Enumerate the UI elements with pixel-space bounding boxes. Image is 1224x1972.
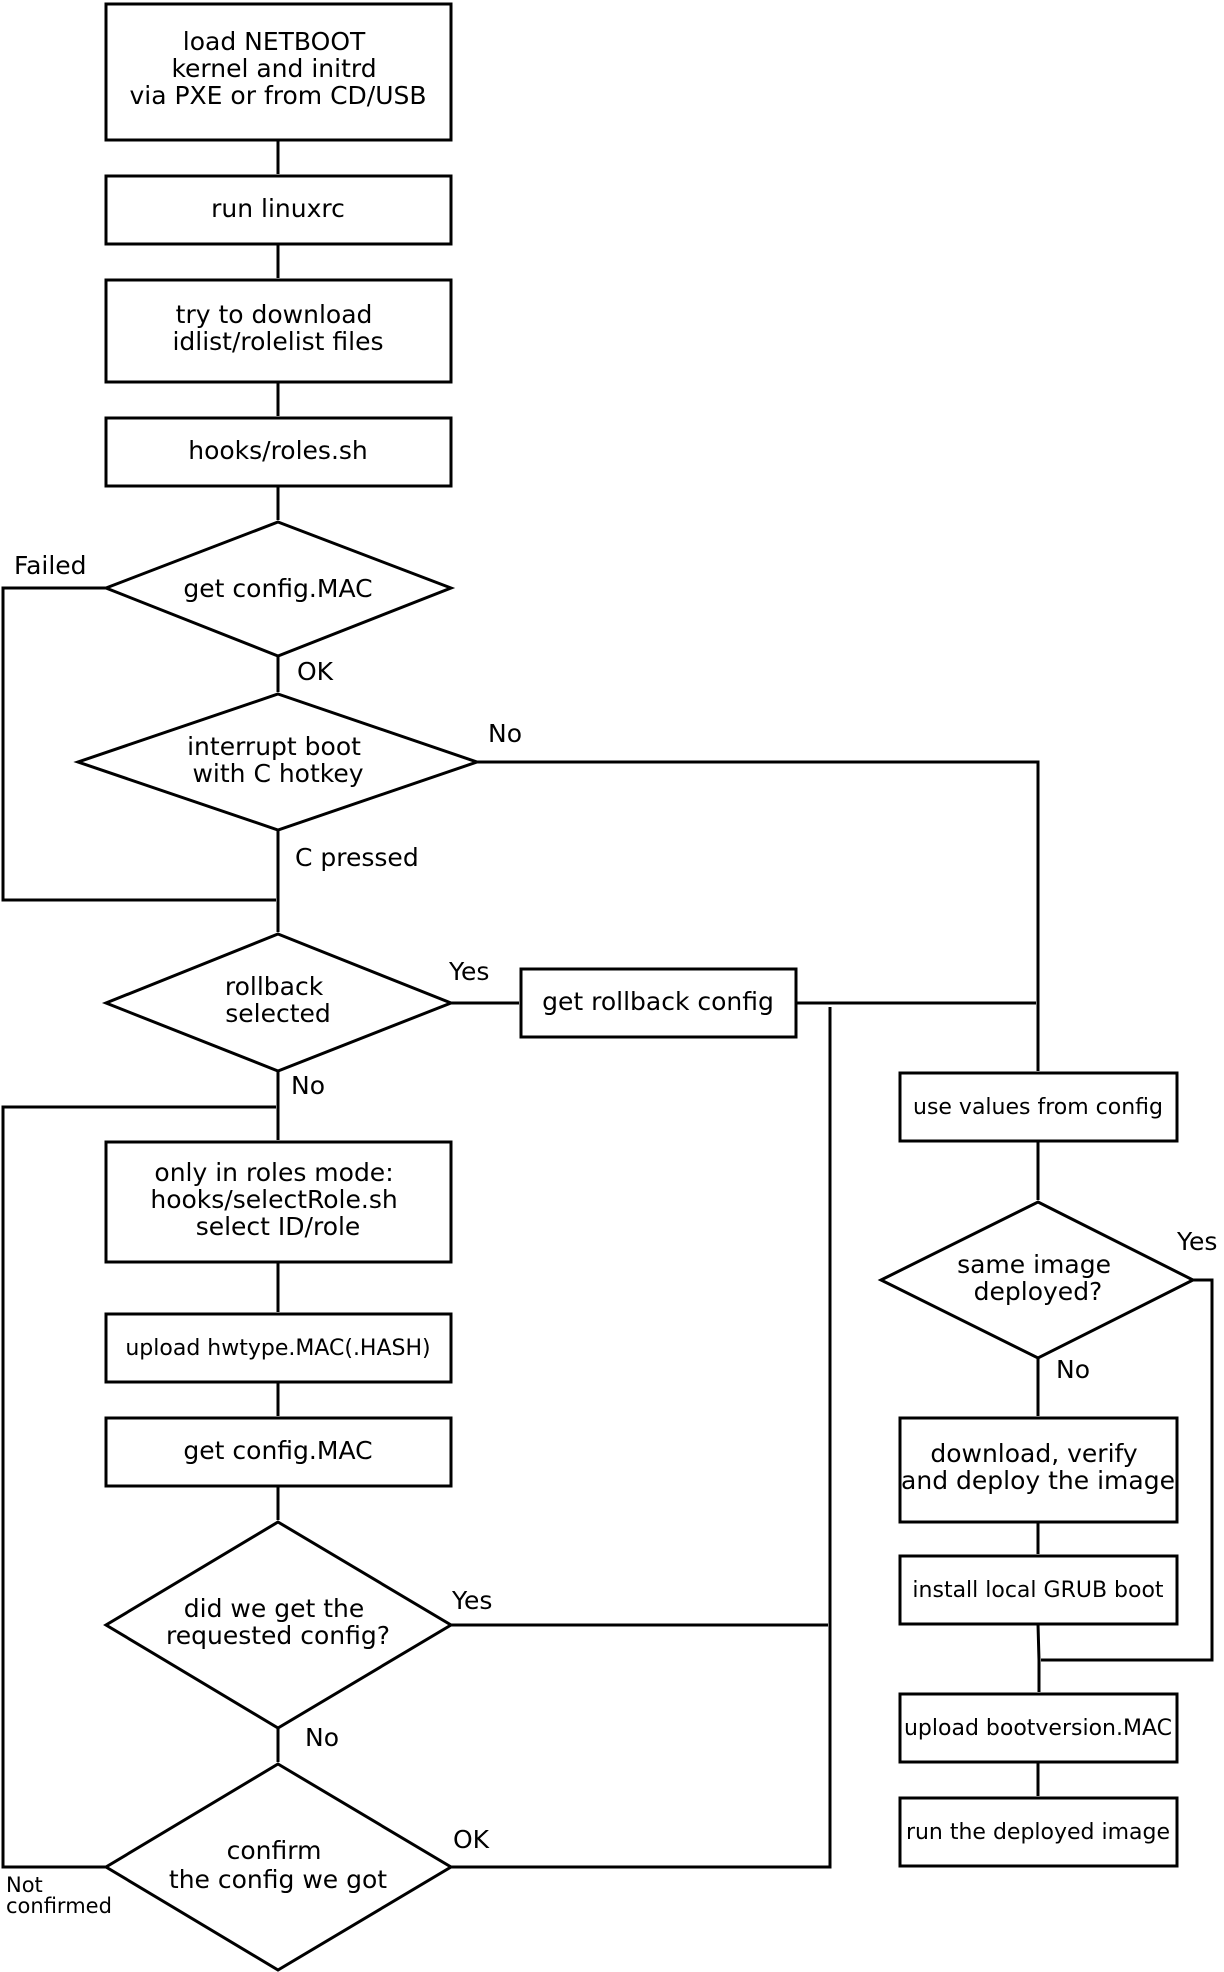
decision-same-image: same image deployed? (877, 1200, 1197, 1360)
node-upload-hwtype: upload hwtype.MAC(.HASH) (104, 1312, 453, 1384)
node-use-values: use values from config (898, 1071, 1179, 1143)
label-no-4: No (1056, 1355, 1090, 1384)
svg-text:hooks/roles.sh: hooks/roles.sh (188, 436, 368, 465)
svg-text:interrupt boot with C ho: interrupt boot with C hotkey (187, 732, 369, 788)
label-no-3: No (305, 1723, 339, 1752)
node-run-linuxrc: run linuxrc (104, 174, 453, 246)
decision-interrupt-boot: interrupt boot with C hotkey (73, 692, 482, 832)
node-download-lists: try to download idlist/rolelist files (104, 278, 453, 384)
svg-text:same image deployed?: same image deployed? (957, 1250, 1119, 1306)
node-deploy-image: download, verify and deploy the image (898, 1416, 1179, 1524)
svg-text:upload bootversion.MAC: upload bootversion.MAC (904, 1716, 1172, 1741)
label-yes-3: Yes (1176, 1227, 1217, 1256)
node-hooks-roles: hooks/roles.sh (104, 416, 453, 488)
node-get-rollback-config: get rollback config (519, 967, 798, 1039)
svg-text:rollback selected: rollback selected (225, 972, 331, 1028)
svg-text:load NETBOOT kernel and: load NETBOOT kernel and initrd via PXE o… (129, 27, 426, 110)
label-c-pressed: C pressed (295, 843, 419, 872)
connectors (1, 140, 1214, 1869)
label-not-confirmed: Not confirmed (6, 1873, 112, 1918)
node-run-deployed-image: run the deployed image (898, 1796, 1179, 1868)
node-roles-mode: only in roles mode: hooks/selectRole.sh … (104, 1140, 453, 1264)
decision-rollback-selected: rollback selected (101, 932, 456, 1073)
node-load-netboot: load NETBOOT kernel and initrd via PXE o… (104, 2, 453, 142)
label-yes-1: Yes (448, 957, 489, 986)
svg-text:use values from config: use values from config (913, 1095, 1163, 1120)
svg-text:download, verify and dep: download, verify and deploy the image (901, 1439, 1175, 1495)
node-upload-bootversion: upload bootversion.MAC (898, 1692, 1179, 1764)
svg-text:run linuxrc: run linuxrc (211, 194, 345, 223)
svg-text:get config.MAC: get config.MAC (183, 574, 372, 603)
label-yes-2: Yes (451, 1586, 492, 1615)
label-ok-2: OK (453, 1825, 490, 1854)
edge-labels: Failed OK No C pressed Yes No Yes No OK … (6, 551, 1217, 1918)
svg-text:get rollback config: get rollback config (542, 987, 774, 1016)
label-no-2: No (291, 1071, 325, 1100)
decision-did-we-get-config: did we get the requested config? (103, 1520, 454, 1730)
node-get-config-2: get config.MAC (104, 1416, 453, 1488)
svg-text:install local GRUB boot: install local GRUB boot (912, 1578, 1164, 1603)
decision-get-config-1: get config.MAC (101, 520, 456, 658)
svg-text:confirm the config we go: confirm the config we got (169, 1836, 387, 1894)
svg-text:try to download idlist/r: try to download idlist/rolelist files (172, 300, 383, 356)
svg-text:did we get the requested: did we get the requested config? (166, 1594, 390, 1650)
svg-text:upload hwtype.MAC(.HASH): upload hwtype.MAC(.HASH) (125, 1336, 430, 1361)
label-no-1: No (488, 719, 522, 748)
label-failed: Failed (14, 551, 87, 580)
svg-text:run the deployed image: run the deployed image (906, 1820, 1170, 1845)
svg-text:get config.MAC: get config.MAC (183, 1436, 372, 1465)
svg-text:only in roles mode: hook: only in roles mode: hooks/selectRole.sh … (150, 1158, 405, 1241)
node-install-grub: install local GRUB boot (898, 1554, 1179, 1626)
decision-confirm-config: confirm the config we got (103, 1762, 454, 1972)
label-ok-1: OK (297, 657, 334, 686)
